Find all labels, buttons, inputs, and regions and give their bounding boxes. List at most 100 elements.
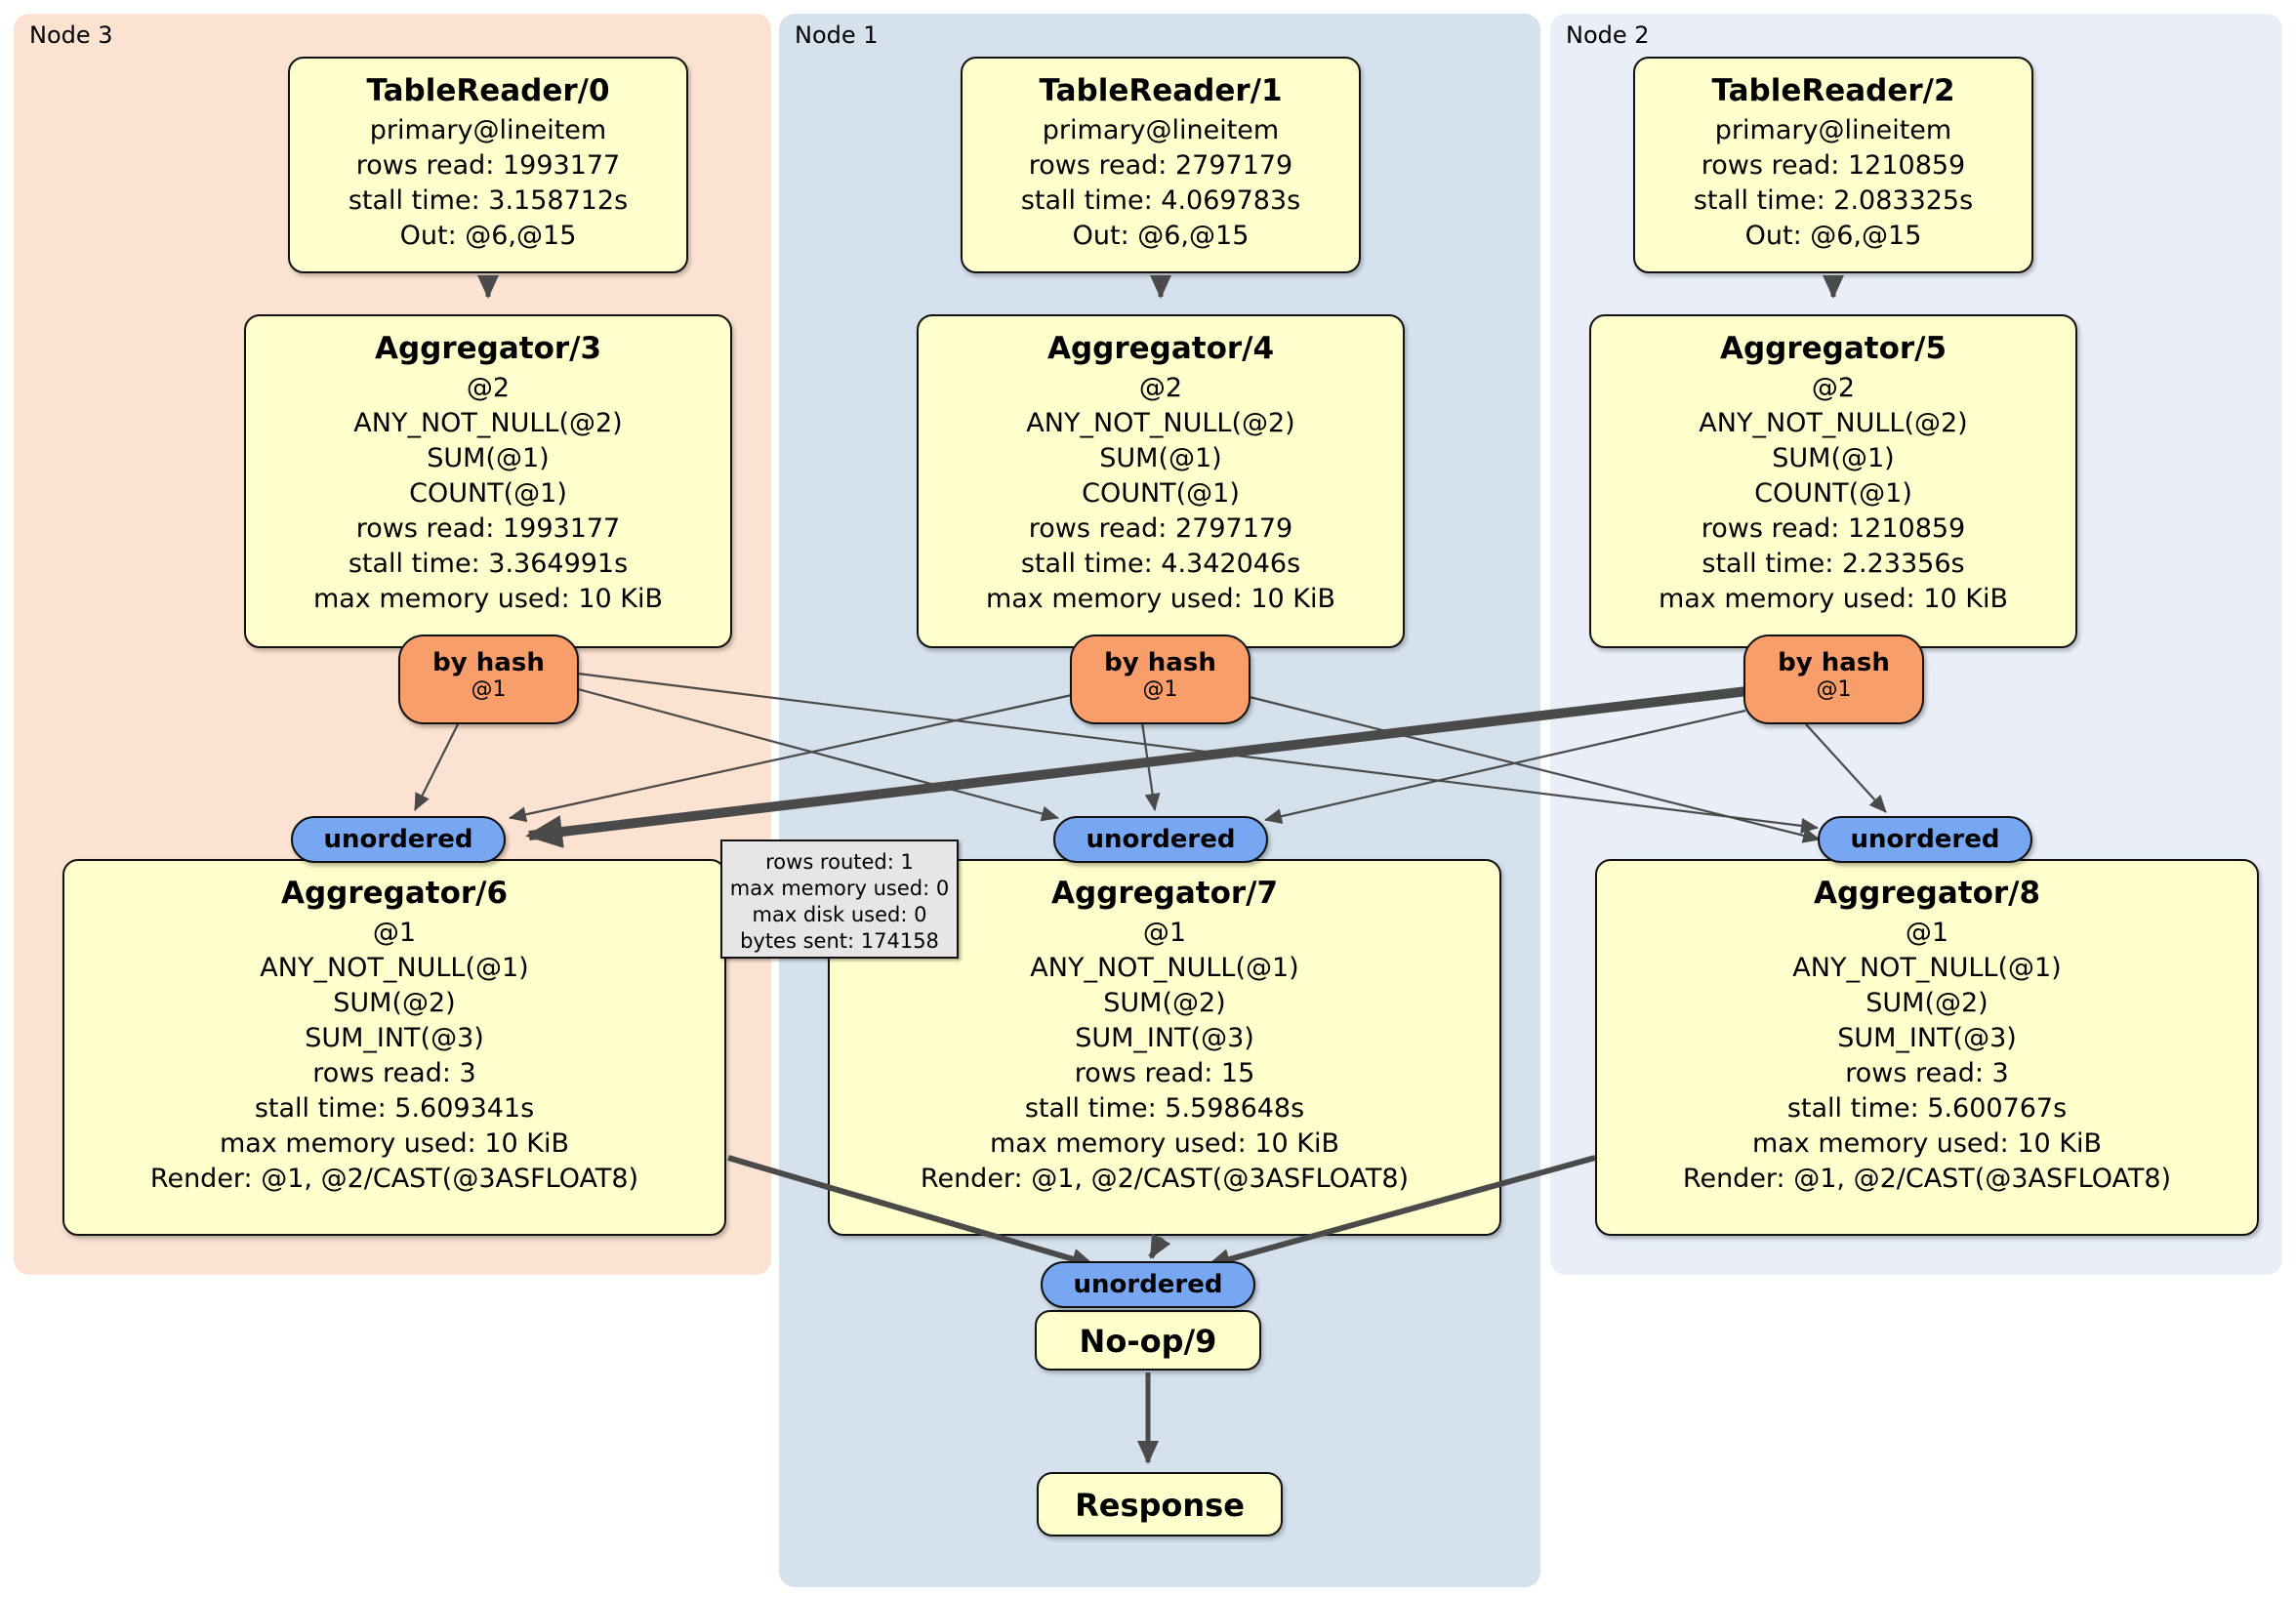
- box-title: No-op/9: [1079, 1323, 1217, 1360]
- by-hash-router-0: by hash @1: [398, 635, 579, 724]
- box-line: stall time: 3.364991s: [348, 549, 629, 579]
- box-line: @1: [1905, 918, 1949, 948]
- box-line: max memory used: 10 KiB: [985, 584, 1336, 614]
- box-line: SUM(@1): [1772, 443, 1895, 473]
- stream-label: unordered: [1086, 825, 1236, 854]
- unordered-stream-2: unordered: [1818, 816, 2032, 863]
- box-line: rows read: 3: [312, 1058, 476, 1088]
- noop-9-box: No-op/9: [1035, 1310, 1261, 1371]
- box-line: rows read: 1210859: [1701, 513, 1966, 544]
- box-line: SUM(@2): [1103, 988, 1226, 1018]
- tablereader-0-box: TableReader/0 primary@lineitem rows read…: [288, 57, 688, 273]
- box-line: stall time: 5.598648s: [1024, 1093, 1305, 1124]
- box-line: ANY_NOT_NULL(@2): [1699, 408, 1968, 438]
- node-region-label: Node 2: [1566, 21, 1650, 49]
- tooltip-line: rows routed: 1: [765, 850, 914, 874]
- box-line: Out: @6,@15: [1744, 221, 1922, 251]
- box-line: stall time: 5.609341s: [254, 1093, 535, 1124]
- aggregator-4-box: Aggregator/4 @2 ANY_NOT_NULL(@2) SUM(@1)…: [917, 314, 1405, 648]
- box-line: ANY_NOT_NULL(@1): [1030, 953, 1299, 983]
- aggregator-6-box: Aggregator/6 @1 ANY_NOT_NULL(@1) SUM(@2)…: [62, 859, 726, 1236]
- box-line: SUM(@1): [427, 443, 550, 473]
- box-line: max memory used: 10 KiB: [989, 1128, 1340, 1159]
- box-line: COUNT(@1): [1754, 478, 1912, 509]
- response-box: Response: [1037, 1472, 1283, 1536]
- box-line: Render: @1, @2/CAST(@3ASFLOAT8): [1682, 1164, 2172, 1194]
- box-line: rows read: 1993177: [355, 513, 621, 544]
- box-title: Aggregator/7: [1050, 876, 1279, 911]
- box-title: Aggregator/3: [374, 331, 602, 366]
- box-line: max memory used: 10 KiB: [219, 1128, 570, 1159]
- box-title: Aggregator/6: [280, 876, 509, 911]
- box-title: TableReader/2: [1711, 73, 1955, 108]
- box-line: primary@lineitem: [369, 115, 607, 145]
- box-line: max memory used: 10 KiB: [1751, 1128, 2103, 1159]
- node-region-label: Node 1: [795, 21, 879, 49]
- box-title: TableReader/0: [366, 73, 610, 108]
- by-hash-router-2: by hash @1: [1743, 635, 1924, 724]
- box-line: rows read: 1210859: [1701, 150, 1966, 181]
- box-line: rows read: 2797179: [1028, 150, 1293, 181]
- unordered-stream-0: unordered: [291, 816, 506, 863]
- box-line: primary@lineitem: [1042, 115, 1280, 145]
- box-line: @1: [1142, 918, 1187, 948]
- box-line: Render: @1, @2/CAST(@3ASFLOAT8): [920, 1164, 1410, 1194]
- box-line: @2: [1811, 373, 1856, 403]
- stream-label: unordered: [1850, 825, 2000, 854]
- tooltip-line: bytes sent: 174158: [740, 929, 939, 953]
- box-line: SUM_INT(@3): [1837, 1023, 2017, 1053]
- box-line: rows read: 3: [1845, 1058, 2009, 1088]
- box-line: SUM(@2): [1866, 988, 1988, 1018]
- aggregator-5-box: Aggregator/5 @2 ANY_NOT_NULL(@2) SUM(@1)…: [1589, 314, 2077, 648]
- unordered-stream-final: unordered: [1041, 1261, 1255, 1308]
- box-line: @2: [466, 373, 511, 403]
- router-detail: @1: [1142, 677, 1178, 702]
- tablereader-2-box: TableReader/2 primary@lineitem rows read…: [1633, 57, 2033, 273]
- box-line: @1: [372, 918, 417, 948]
- box-line: max memory used: 10 KiB: [312, 584, 664, 614]
- box-line: stall time: 3.158712s: [348, 185, 629, 216]
- box-line: SUM(@2): [333, 988, 456, 1018]
- tooltip-line: max disk used: 0: [752, 903, 927, 926]
- box-line: ANY_NOT_NULL(@2): [1026, 408, 1295, 438]
- router-detail: @1: [471, 677, 507, 702]
- box-line: COUNT(@1): [1082, 478, 1240, 509]
- stream-label: unordered: [323, 825, 473, 854]
- box-line: Out: @6,@15: [1072, 221, 1250, 251]
- aggregator-8-box: Aggregator/8 @1 ANY_NOT_NULL(@1) SUM(@2)…: [1595, 859, 2259, 1236]
- box-line: rows read: 2797179: [1028, 513, 1293, 544]
- unordered-stream-1: unordered: [1053, 816, 1268, 863]
- stream-label: unordered: [1073, 1270, 1223, 1299]
- box-line: primary@lineitem: [1714, 115, 1952, 145]
- by-hash-router-1: by hash @1: [1070, 635, 1250, 724]
- box-line: ANY_NOT_NULL(@2): [353, 408, 623, 438]
- router-label: by hash: [432, 648, 545, 677]
- box-line: SUM_INT(@3): [1075, 1023, 1254, 1053]
- node-region-label: Node 3: [29, 21, 113, 49]
- box-line: stall time: 2.23356s: [1702, 549, 1965, 579]
- router-label: by hash: [1104, 648, 1216, 677]
- box-title: Aggregator/5: [1719, 331, 1948, 366]
- router-detail: @1: [1816, 677, 1852, 702]
- box-line: stall time: 5.600767s: [1786, 1093, 2068, 1124]
- box-line: rows read: 15: [1074, 1058, 1255, 1088]
- box-line: Render: @1, @2/CAST(@3ASFLOAT8): [149, 1164, 639, 1194]
- box-title: Response: [1075, 1487, 1245, 1524]
- box-line: stall time: 2.083325s: [1693, 185, 1974, 216]
- box-line: COUNT(@1): [409, 478, 567, 509]
- box-line: SUM(@1): [1099, 443, 1222, 473]
- box-line: @2: [1138, 373, 1183, 403]
- box-line: ANY_NOT_NULL(@1): [260, 953, 529, 983]
- box-line: SUM_INT(@3): [305, 1023, 484, 1053]
- box-line: stall time: 4.342046s: [1020, 549, 1301, 579]
- box-line: rows read: 1993177: [355, 150, 621, 181]
- box-title: Aggregator/4: [1046, 331, 1275, 366]
- box-title: Aggregator/8: [1813, 876, 2041, 911]
- box-line: ANY_NOT_NULL(@1): [1792, 953, 2062, 983]
- box-line: max memory used: 10 KiB: [1658, 584, 2009, 614]
- box-title: TableReader/1: [1039, 73, 1283, 108]
- router-stats-tooltip: rows routed: 1 max memory used: 0 max di…: [720, 839, 959, 959]
- router-label: by hash: [1778, 648, 1890, 677]
- aggregator-3-box: Aggregator/3 @2 ANY_NOT_NULL(@2) SUM(@1)…: [244, 314, 732, 648]
